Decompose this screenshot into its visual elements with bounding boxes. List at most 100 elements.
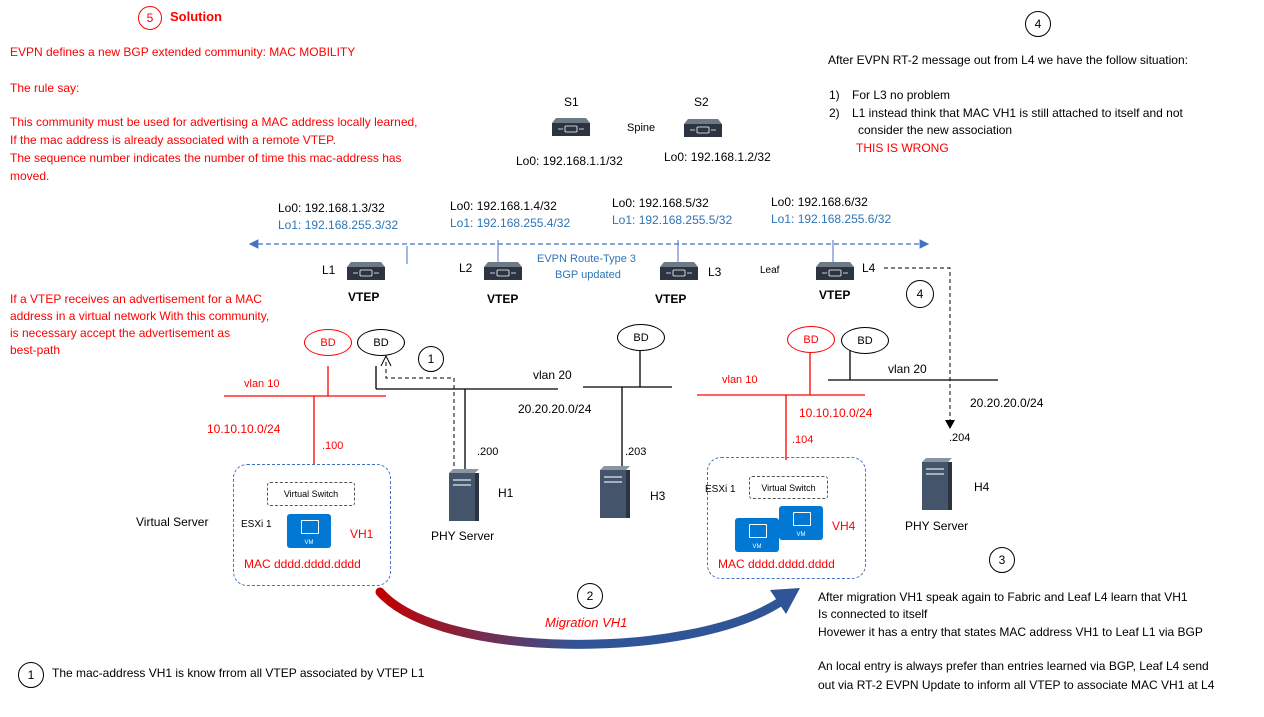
situation-item-2: L1 instead think that MAC VH1 is still a… [852,106,1183,120]
leaf-l1-label: L1 [322,263,336,277]
net20-left-label: 20.20.20.0/24 [518,402,592,416]
net10-left-label: 10.10.10.0/24 [207,422,281,436]
step-3-line-5: out via RT-2 EVPN Update to inform all V… [818,678,1215,692]
spine-label: Spine [627,122,656,134]
virtual-switch-right: Virtual Switch [749,476,828,499]
l4-lo0: Lo0: 192.168.6/32 [771,195,868,209]
step-3-marker: 3 [989,547,1015,573]
bd-black-left: BD [357,329,405,356]
step-4-top-marker: 4 [1025,11,1051,37]
solution-line-6: moved. [10,169,50,183]
h1-server-icon [449,469,479,521]
leaf-l3-label: L3 [708,265,722,279]
vtep-note-2: address in a virtual network With this c… [10,309,270,323]
wrong-label: THIS IS WRONG [856,141,949,155]
step-1-marker: 1 [418,346,444,372]
mac-left-label: MAC dddd.dddd.dddd [244,557,361,571]
vm-icon-vh4: VM [779,506,823,540]
situation-item-1: For L3 no problem [852,88,951,102]
h3-server-icon [600,466,630,518]
l1-lo0: Lo0: 192.168.1.3/32 [278,201,385,215]
l2-lo1: Lo1: 192.168.255.4/32 [450,216,571,230]
vm-icon-vh1: VM [287,514,331,548]
vh1-label: VH1 [350,527,374,541]
mac-right-label: MAC dddd.dddd.dddd [718,557,835,571]
step-4-mid-marker: 4 [906,280,934,308]
bd-red-left: BD [304,329,352,356]
step-3-line-3: Hovewer it has a entry that states MAC a… [818,625,1203,639]
l4-lo1: Lo1: 192.168.255.6/32 [771,212,892,226]
spine-s2-lo0: Lo0: 192.168.1.2/32 [664,150,771,164]
step-5-marker: 5 [138,6,162,30]
ip-100-label: .100 [322,440,344,452]
vlan20-right-label: vlan 20 [888,362,927,376]
solution-line-2: The rule say: [10,81,80,95]
situation-item-2b: consider the new association [858,123,1013,137]
step-2-marker: 2 [577,583,603,609]
vtep-note-4: best-path [10,343,61,357]
spine-s2-switch-icon [684,119,722,137]
virtual-server-box-left [233,464,391,586]
l1-lo1: Lo1: 192.168.255.3/32 [278,218,399,232]
esxi-right-label: ESXi 1 [705,484,736,495]
leaf-l2-switch-icon [484,262,522,280]
vtep-note-3: is necessary accept the advertisement as [10,326,231,340]
solution-line-1: EVPN defines a new BGP extended communit… [10,45,356,59]
solution-line-5: The sequence number indicates the number… [10,151,402,165]
l3-lo1: Lo1: 192.168.255.5/32 [612,213,733,227]
spine-s1-lo0: Lo0: 192.168.1.1/32 [516,154,623,168]
virtual-server-label: Virtual Server [136,515,209,529]
leaf-l4-switch-icon [816,262,854,280]
ip-203-label: .203 [625,446,647,458]
h1-phy-server-label: PHY Server [431,529,495,543]
step-3-line-4: An local entry is always prefer than ent… [818,659,1209,673]
bgp-updated-label: BGP updated [555,269,621,281]
vtep-note-1: If a VTEP receives an advertisement for … [10,292,262,306]
ip-204-label: .204 [949,432,971,444]
migration-arrow [375,587,785,649]
net10-right-label: 10.10.10.0/24 [799,406,873,420]
l1-vtep-label: VTEP [348,290,380,304]
spine-s2-label: S2 [694,95,709,109]
bd-black-right: BD [841,327,889,354]
virtual-server-box-right [707,457,866,579]
situation-intro: After EVPN RT-2 message out from L4 we h… [828,53,1188,67]
l2-lo0: Lo0: 192.168.1.4/32 [450,199,557,213]
bd-black-mid: BD [617,324,665,351]
l4-vtep-label: VTEP [819,288,851,302]
leaf-label: Leaf [760,265,780,276]
h4-server-icon [922,458,952,510]
solution-line-3: This community must be used for advertis… [10,115,418,129]
vm-icon-migrated-vh1: VM [735,518,779,552]
vlan10-left-label: vlan 10 [244,378,280,390]
step-1-description: The mac-address VH1 is know frrom all VT… [52,666,425,680]
leaf-l2-label: L2 [459,261,473,275]
h4-phy-server-label: PHY Server [905,519,969,533]
migration-label: Migration VH1 [545,615,628,630]
spine-s1-label: S1 [564,95,579,109]
step-3-line-1: After migration VH1 speak again to Fabri… [818,590,1188,604]
leaf-l4-label: L4 [862,261,876,275]
h1-label: H1 [498,486,514,500]
h4-label: H4 [974,480,990,494]
h3-label: H3 [650,489,666,503]
situation-item-1-num: 1) [829,88,840,102]
vlan20-left-label: vlan 20 [533,368,572,382]
esxi-left-label: ESXi 1 [241,519,272,530]
l3-lo0: Lo0: 192.168.5/32 [612,196,709,210]
l3-vtep-label: VTEP [655,292,687,306]
leaf-l3-switch-icon [660,262,698,280]
solution-line-4: If the mac address is already associated… [10,133,336,147]
vh4-label: VH4 [832,519,856,533]
evpn-rt3-label: EVPN Route-Type 3 [537,253,637,265]
vlan10-right-label: vlan 10 [722,374,758,386]
leaf-l1-switch-icon [347,262,385,280]
ip-104-label: .104 [792,434,814,446]
situation-item-2-num: 2) [829,106,840,120]
step-3-line-2: Is connected to itself [818,607,928,621]
virtual-switch-left: Virtual Switch [267,482,355,506]
bd-red-right: BD [787,326,835,353]
ip-200-label: .200 [477,446,499,458]
l2-vtep-label: VTEP [487,292,519,306]
